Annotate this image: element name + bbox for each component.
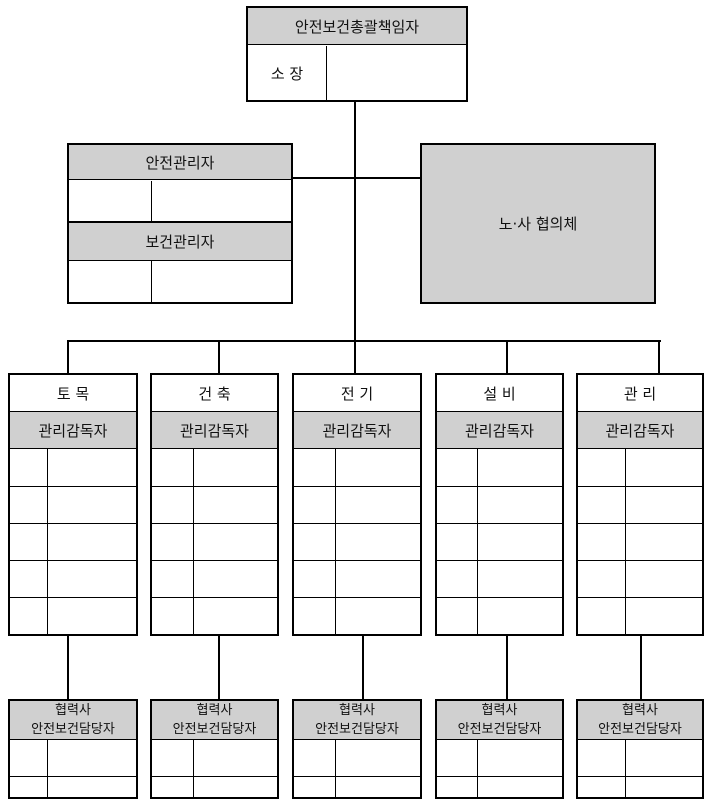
partner-box-architecture: 협력사 안전보건담당자 (150, 699, 279, 799)
safety-manager-title: 안전관리자 (69, 145, 291, 180)
dept-box-civil: 토 목 관리감독자 (8, 373, 138, 636)
general-manager-title: 안전보건총괄책임자 (248, 8, 466, 45)
safety-health-box: 안전관리자 보건관리자 (67, 143, 293, 304)
general-manager-box: 안전보건총괄책임자 소 장 (246, 6, 468, 102)
dept-box-management: 관 리 관리감독자 (576, 373, 704, 636)
partner-title: 협력사 안전보건담당자 (294, 701, 420, 740)
partner-drop-line (640, 636, 642, 700)
dept-role: 관리감독자 (294, 412, 420, 449)
health-manager-cell (69, 261, 152, 302)
dept-name: 전 기 (294, 375, 420, 412)
trunk-line (354, 102, 356, 342)
dept-grid (437, 449, 562, 634)
partner-box-mechanical: 협력사 안전보건담당자 (435, 699, 564, 799)
dept-role: 관리감독자 (152, 412, 277, 449)
safety-manager-cell (69, 181, 152, 221)
partner-drop-line (67, 636, 69, 700)
dept-name: 토 목 (10, 375, 136, 412)
partner-box-civil: 협력사 안전보건담당자 (8, 699, 138, 799)
partner-drop-line (362, 636, 364, 700)
dept-box-electrical: 전 기 관리감독자 (292, 373, 422, 636)
dept-name: 설 비 (437, 375, 562, 412)
department-bus-line (67, 340, 661, 342)
dept-role: 관리감독자 (10, 412, 136, 449)
dept-drop-line (218, 340, 220, 374)
partner-title: 협력사 안전보건담당자 (578, 701, 702, 740)
labor-committee-box: 노·사 협의체 (420, 143, 656, 304)
dept-drop-line (506, 340, 508, 374)
dept-box-architecture: 건 축 관리감독자 (150, 373, 279, 636)
partner-title: 협력사 안전보건담당자 (152, 701, 277, 740)
dept-box-mechanical: 설 비 관리감독자 (435, 373, 564, 636)
dept-grid (10, 449, 136, 634)
partner-drop-line (218, 636, 220, 700)
dept-role: 관리감독자 (437, 412, 562, 449)
partner-drop-line (506, 636, 508, 700)
dept-drop-line (67, 340, 69, 374)
dept-grid (294, 449, 420, 634)
dept-role: 관리감독자 (578, 412, 702, 449)
partner-box-electrical: 협력사 안전보건담당자 (292, 699, 422, 799)
partner-box-management: 협력사 안전보건담당자 (576, 699, 704, 799)
dept-drop-line (354, 340, 356, 374)
dept-grid (152, 449, 277, 634)
partner-title: 협력사 안전보건담당자 (437, 701, 562, 740)
mid-connector-line (293, 177, 421, 179)
dept-name: 관 리 (578, 375, 702, 412)
health-manager-title: 보건관리자 (69, 221, 291, 261)
site-manager-label: 소 장 (248, 46, 327, 100)
dept-grid (578, 449, 702, 634)
dept-name: 건 축 (152, 375, 277, 412)
dept-drop-line (658, 340, 660, 374)
partner-title: 협력사 안전보건담당자 (10, 701, 136, 740)
labor-committee-title: 노·사 협의체 (498, 215, 578, 233)
